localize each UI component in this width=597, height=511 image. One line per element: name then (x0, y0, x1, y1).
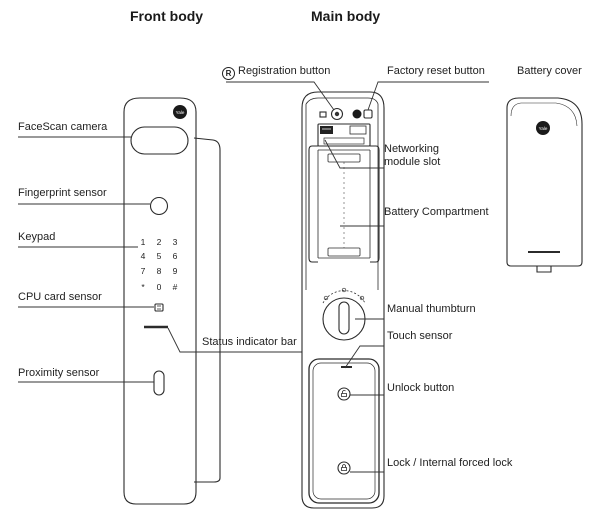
front-body-plate (123, 97, 197, 505)
main-body (301, 91, 385, 509)
lock-button-icon (337, 461, 351, 475)
keypad-key: * (141, 282, 145, 292)
label-battery-cover: Battery cover (517, 65, 582, 77)
unlock-button-icon (337, 387, 351, 401)
battery-cover-drawing: Yale (506, 97, 583, 273)
keypad-grid: 1 2 3 4 5 6 7 8 9 * 0 # (141, 237, 178, 292)
label-lock-internal-forced-lock: Lock / Internal forced lock (387, 457, 513, 469)
label-status-indicator-bar: Status indicator bar (202, 336, 297, 348)
label-factory-reset-button: Factory reset button (387, 65, 485, 77)
keypad-key: 9 (173, 266, 178, 276)
registration-button-shape (330, 107, 344, 121)
leader-registration (226, 81, 335, 111)
factory-reset-button-shape (363, 109, 373, 119)
top-buttons (319, 107, 373, 121)
cpu-card-icon (154, 303, 164, 312)
front-body-side-panel (193, 137, 221, 483)
battery-cover-yale-logo (536, 121, 550, 135)
label-networking-module-slot: Networking module slot (384, 143, 440, 169)
main-leader-lines (226, 81, 489, 473)
keypad-key: 4 (141, 251, 146, 261)
front-yale-logo: Yale (173, 105, 187, 119)
manual-thumbturn (322, 287, 366, 341)
leader-status-bar (167, 327, 302, 353)
label-manual-thumbturn: Manual thumbturn (387, 303, 476, 315)
front-logo-text: Yale (176, 110, 185, 115)
registration-label-text: Registration button (238, 65, 331, 77)
keypad-key: 7 (141, 266, 146, 276)
keypad-key: # (173, 282, 178, 292)
networking-line-2: module slot (384, 156, 441, 168)
label-proximity-sensor: Proximity sensor (18, 367, 100, 379)
front-body-title: Front body (130, 8, 204, 24)
main-body-outline (301, 91, 385, 509)
label-unlock-button: Unlock button (387, 382, 455, 394)
touch-sensor-panel (308, 358, 380, 504)
label-cpu-card-sensor: CPU card sensor (18, 291, 102, 303)
keypad-key: 0 (157, 282, 162, 292)
front-leader-lines (18, 136, 302, 383)
keypad-key: 3 (173, 237, 178, 247)
proximity-sensor (153, 370, 165, 396)
label-facescan-camera: FaceScan camera (18, 121, 108, 133)
networking-line-1: Networking (384, 143, 440, 155)
top-yale-logo (352, 109, 362, 119)
keypad-key: 6 (173, 251, 178, 261)
battery-cover-tab (536, 266, 552, 273)
label-keypad: Keypad (18, 231, 56, 243)
main-body-title: Main body (311, 8, 381, 24)
facescan-camera (130, 126, 189, 155)
fingerprint-sensor (149, 196, 169, 216)
front-body: Yale 1 2 3 4 5 6 7 8 9 * 0 # (123, 97, 221, 505)
leader-touch-sensor (344, 345, 384, 369)
keypad-key: 1 (141, 237, 146, 247)
label-fingerprint-sensor: Fingerprint sensor (18, 187, 107, 199)
cover-logo-text: Yale (539, 126, 548, 131)
registration-r-icon: R (222, 67, 235, 80)
keypad-key: 8 (157, 266, 162, 276)
main-body-inner (305, 97, 379, 290)
networking-module-slot (317, 123, 371, 147)
keypad-key: 5 (157, 251, 162, 261)
battery-compartment (308, 145, 380, 263)
leader-factory-reset (367, 81, 489, 111)
battery-cover-outline (506, 97, 583, 267)
label-touch-sensor: Touch sensor (387, 330, 453, 342)
label-battery-compartment: Battery Compartment (384, 206, 489, 218)
leader-networking (324, 139, 384, 169)
keypad-key: 2 (157, 237, 162, 247)
